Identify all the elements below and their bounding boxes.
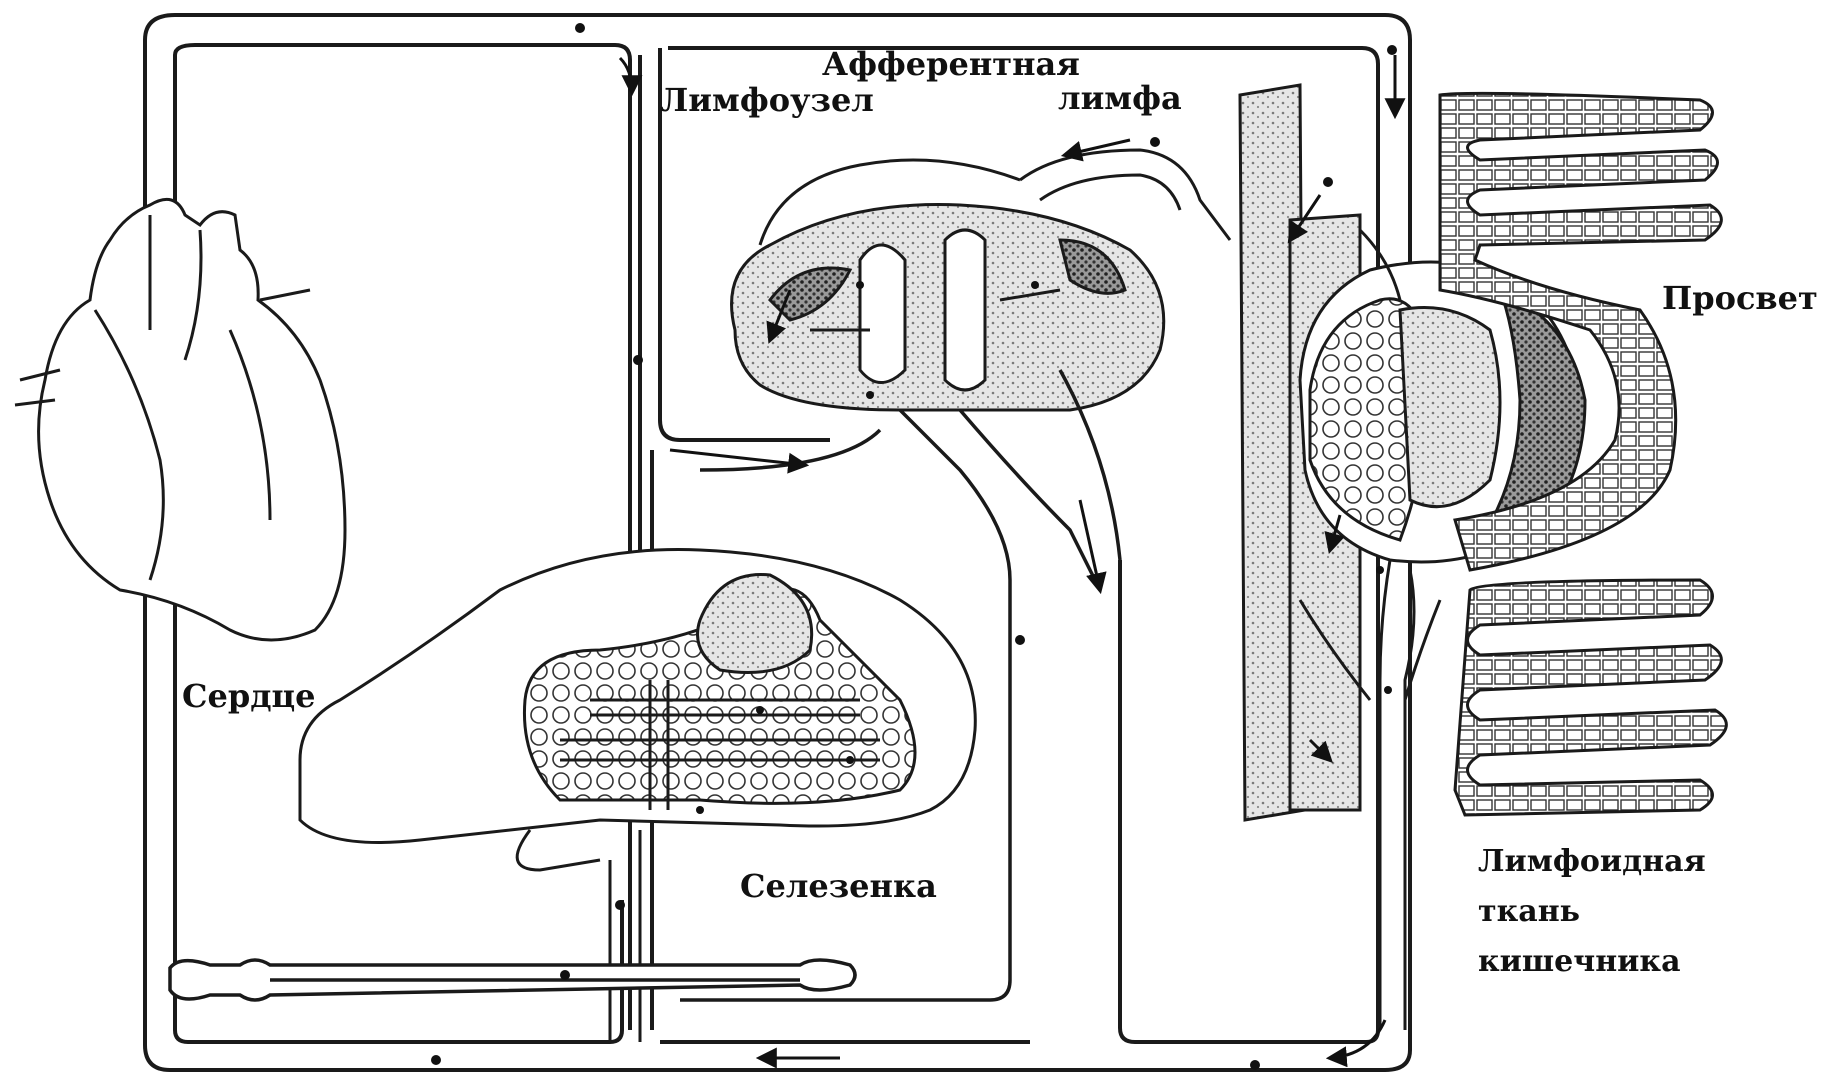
gut-lymphoid-tissue-label-line2: ткань <box>1478 895 1580 930</box>
gut-lymphoid-tissue-label-line3: кишечника <box>1478 945 1681 980</box>
central-vessel <box>640 55 652 1030</box>
intestinal-wall <box>1240 85 1585 820</box>
lymph-node <box>732 205 1164 411</box>
afferent-lymph-label-line2: лимфа <box>1058 80 1182 117</box>
heart-label: Сердце <box>182 678 316 715</box>
heart <box>15 199 345 640</box>
lymph-node-label: Лимфоузел <box>660 82 874 119</box>
afferent-lymph-label-line1: Афферентная <box>822 46 1080 83</box>
lower-vessels <box>170 960 855 1000</box>
gut-lymphoid-tissue-label-line1: Лимфоидная <box>1478 845 1706 880</box>
lumen-label: Просвет <box>1662 280 1818 317</box>
spleen-label: Селезенка <box>740 868 937 905</box>
